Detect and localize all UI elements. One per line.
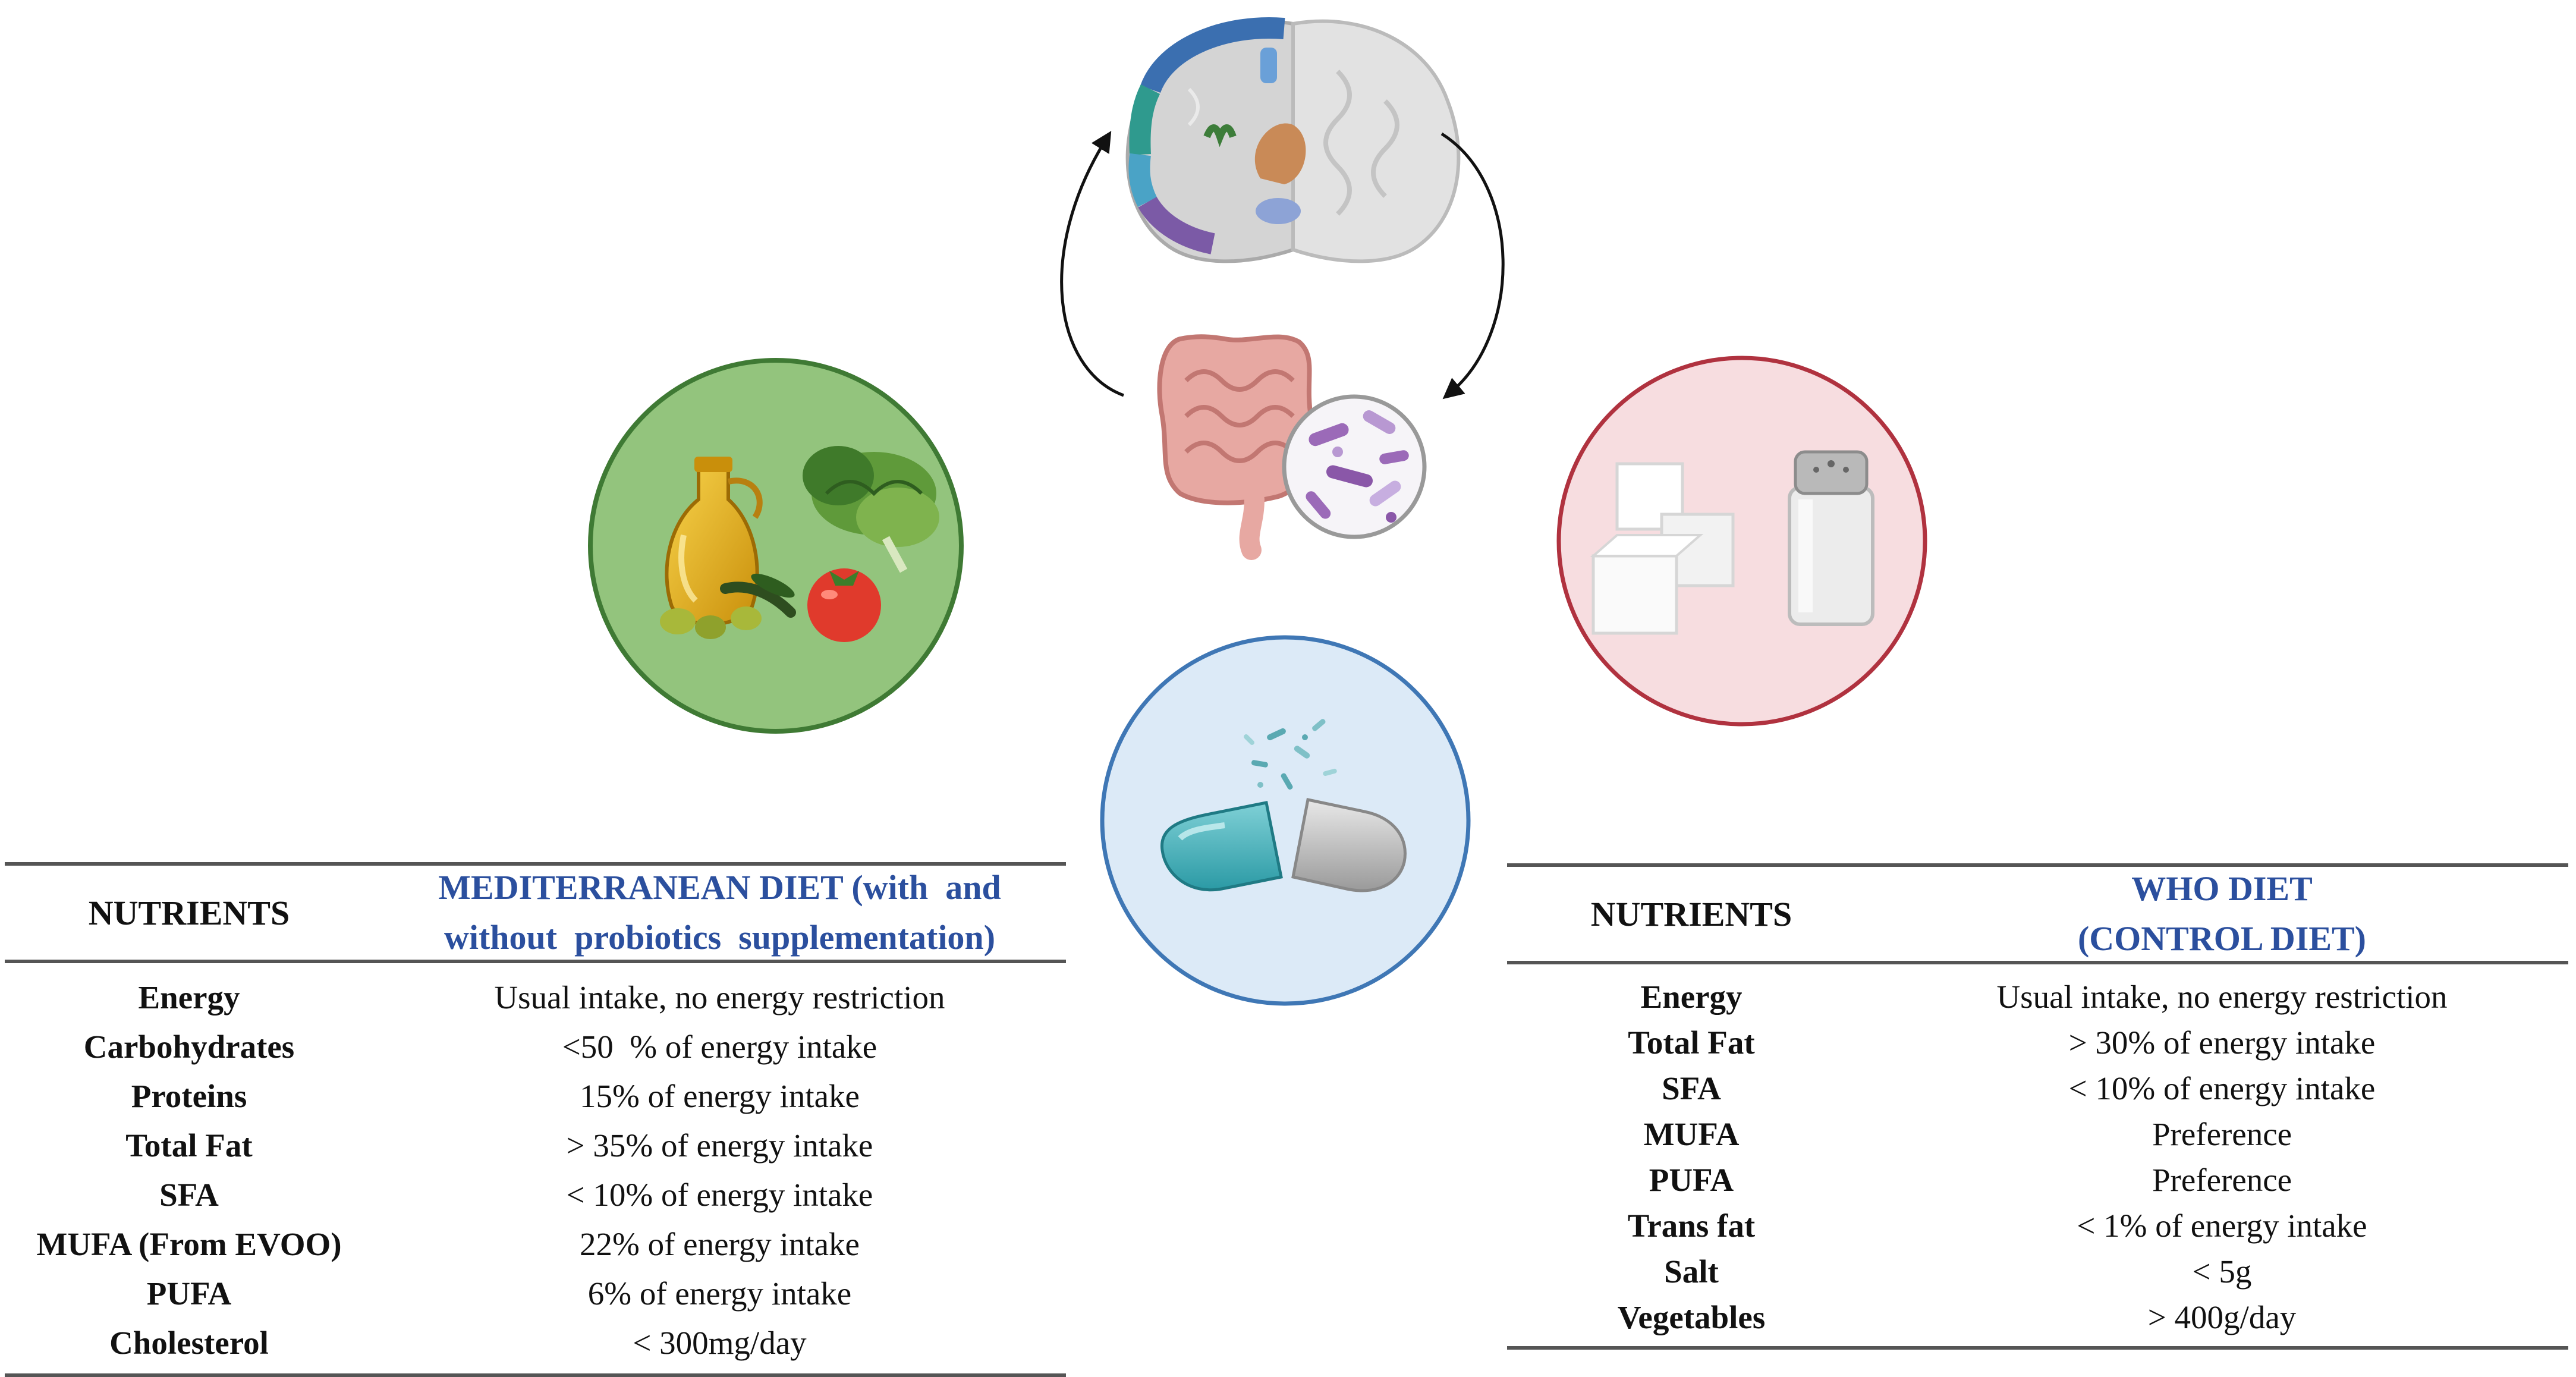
value-cell: > 30% of energy intake [2068, 1024, 2376, 1061]
diet-header-line-1: WHO DIET [2131, 869, 2313, 908]
table-row: Total Fat > 35% of energy intake [5, 1121, 1066, 1170]
table-header: NUTRIENTS WHO DIET (CONTROL DIET) [1507, 867, 2568, 961]
sugar-cubes-icon [1590, 462, 1735, 635]
nutrients-column-header: NUTRIENTS [1590, 894, 1792, 933]
nutrient-cell: MUFA (From EVOO) [36, 1226, 342, 1262]
value-cell: 6% of energy intake [587, 1275, 852, 1312]
table-header-rule [1507, 961, 2568, 964]
lettuce-icon [803, 446, 939, 573]
table-top-rule [5, 862, 1066, 866]
table-row: PUFA 6% of energy intake [5, 1269, 1066, 1318]
who-diet-illustration [1556, 356, 1927, 727]
table-top-rule [1507, 863, 2568, 867]
salt-shaker-icon [1788, 450, 1874, 626]
table-row: Total Fat > 30% of energy intake [1507, 1020, 2568, 1065]
table-row: Proteins 15% of energy intake [5, 1071, 1066, 1121]
value-cell: <50 % of energy intake [562, 1029, 877, 1065]
table-header: NUTRIENTS MEDITERRANEAN DIET (with and w… [5, 866, 1066, 960]
value-cell: < 300mg/day [633, 1325, 807, 1361]
table-row: Vegetables > 400g/day [1507, 1294, 2568, 1340]
value-cell: < 5g [2192, 1253, 2252, 1290]
nutrient-cell: Total Fat [125, 1127, 253, 1164]
mediterranean-diet-illustration [588, 358, 964, 734]
nutrient-cell: MUFA [1643, 1116, 1740, 1152]
nutrient-cell: Trans fat [1627, 1208, 1756, 1244]
table-row: Energy Usual intake, no energy restricti… [5, 973, 1066, 1022]
diet-header-line-2: (CONTROL DIET) [2077, 919, 2366, 958]
tomato-icon [807, 568, 881, 642]
table-row: MUFA Preference [1507, 1111, 2568, 1157]
value-cell: < 1% of energy intake [2077, 1208, 2367, 1244]
bacteria-icon [1282, 394, 1427, 539]
value-cell: > 35% of energy intake [566, 1127, 873, 1164]
table-row: Carbohydrates <50 % of energy intake [5, 1022, 1066, 1071]
intestine-icon [1157, 334, 1315, 560]
nutrient-cell: PUFA [1649, 1162, 1734, 1198]
table-header-rule [5, 960, 1066, 963]
nutrients-column-header: NUTRIENTS [88, 893, 290, 932]
nutrient-cell: Vegetables [1617, 1299, 1766, 1335]
nutrient-cell: Energy [138, 979, 240, 1016]
value-cell: < 10% of energy intake [566, 1177, 873, 1213]
nutrient-cell: Cholesterol [109, 1325, 269, 1361]
table-body: Energy Usual intake, no energy restricti… [5, 963, 1066, 1373]
table-row: SFA < 10% of energy intake [1507, 1065, 2568, 1111]
nutrient-cell: SFA [159, 1177, 219, 1213]
table-row: Trans fat < 1% of energy intake [1507, 1203, 2568, 1249]
nutrient-cell: Energy [1640, 979, 1743, 1015]
olives-icon [660, 573, 796, 639]
nutrient-cell: Total Fat [1628, 1024, 1755, 1061]
mediterranean-diet-table: NUTRIENTS MEDITERRANEAN DIET (with and w… [5, 862, 1066, 1377]
nutrient-cell: Proteins [131, 1078, 247, 1114]
nutrient-cell: SFA [1662, 1070, 1721, 1106]
diet-column-header: WHO DIET (CONTROL DIET) [1876, 864, 2568, 964]
probiotic-bacteria-icon [1244, 719, 1337, 790]
table-row: SFA < 10% of energy intake [5, 1170, 1066, 1219]
value-cell: Preference [2152, 1116, 2292, 1152]
value-cell: 22% of energy intake [580, 1226, 860, 1262]
probiotic-supplement-illustration [1100, 635, 1471, 1006]
table-row: Cholesterol < 300mg/day [5, 1318, 1066, 1367]
table-row: MUFA (From EVOO) 22% of energy intake [5, 1219, 1066, 1269]
value-cell: Preference [2152, 1162, 2292, 1198]
diet-column-header: MEDITERRANEAN DIET (with and without pro… [373, 863, 1066, 963]
diet-header-line-2: without probiotics supplementation) [444, 918, 996, 957]
value-cell: < 10% of energy intake [2068, 1070, 2376, 1106]
diet-header-line-1: MEDITERRANEAN DIET (with and [438, 868, 1001, 907]
capsule-icon [1160, 798, 1407, 892]
table-bottom-rule [1507, 1346, 2568, 1350]
table-row: Salt < 5g [1507, 1249, 2568, 1294]
value-cell: 15% of energy intake [580, 1078, 860, 1114]
table-body: Energy Usual intake, no energy restricti… [1507, 964, 2568, 1346]
brain-icon [1125, 17, 1461, 263]
nutrient-cell: Carbohydrates [83, 1029, 295, 1065]
who-diet-table: NUTRIENTS WHO DIET (CONTROL DIET) Energy… [1507, 863, 2568, 1350]
value-cell: Usual intake, no energy restriction [1996, 979, 2448, 1015]
table-bottom-rule [5, 1373, 1066, 1377]
nutrient-cell: PUFA [146, 1275, 232, 1312]
value-cell: > 400g/day [2147, 1299, 2297, 1335]
table-row: Energy Usual intake, no energy restricti… [1507, 974, 2568, 1020]
table-row: PUFA Preference [1507, 1157, 2568, 1203]
nutrient-cell: Salt [1664, 1253, 1719, 1290]
value-cell: Usual intake, no energy restriction [494, 979, 945, 1016]
gut-brain-axis-arrows [1060, 131, 1505, 400]
